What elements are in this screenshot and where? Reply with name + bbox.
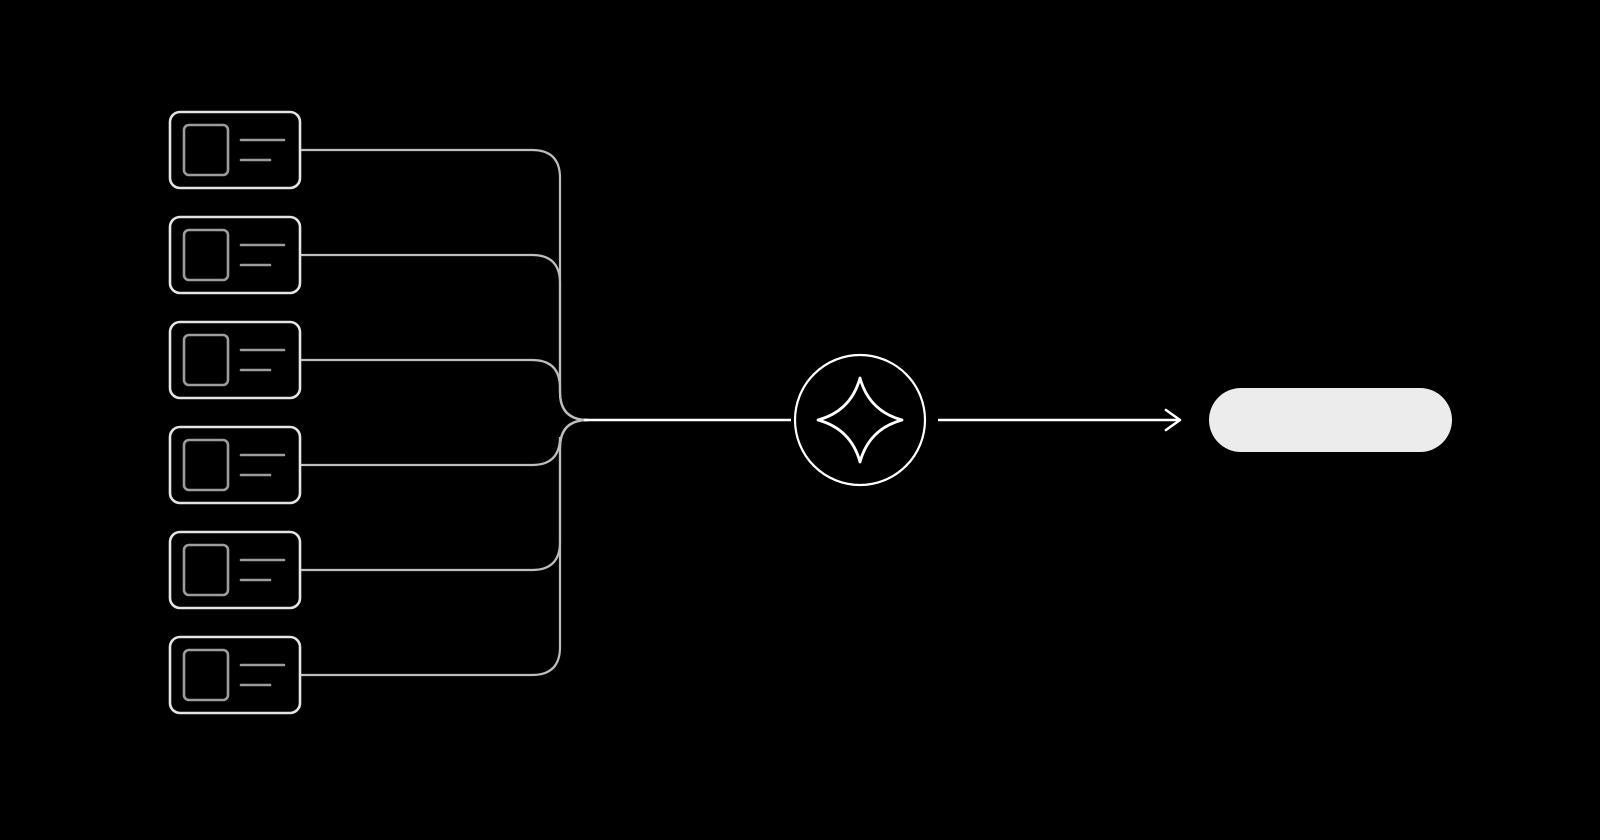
output-pill <box>1209 388 1452 452</box>
document-card-icon <box>182 123 286 177</box>
card-thumbnail <box>182 123 230 177</box>
card-thumbnail <box>182 648 230 702</box>
source-cards <box>168 110 302 715</box>
hub-node <box>793 353 927 487</box>
card-frame <box>168 215 302 295</box>
connector-line <box>300 148 589 422</box>
card-frame <box>168 320 302 400</box>
source-card <box>168 635 302 715</box>
source-card <box>168 215 302 295</box>
document-card-icon <box>182 648 286 702</box>
arrow-head-icon <box>1164 408 1182 432</box>
connector-lines <box>300 148 791 677</box>
card-frame <box>168 530 302 610</box>
card-thumbnail <box>182 438 230 492</box>
card-thumbnail <box>182 543 230 597</box>
source-card <box>168 320 302 400</box>
document-card-icon <box>182 438 286 492</box>
document-card-icon <box>182 228 286 282</box>
card-frame <box>168 110 302 190</box>
connector-line <box>300 418 589 677</box>
connector-line <box>300 418 589 467</box>
output-node <box>938 388 1452 452</box>
source-card <box>168 110 302 190</box>
connector-line <box>300 253 589 422</box>
source-card <box>168 530 302 610</box>
document-card-icon <box>182 333 286 387</box>
card-frame <box>168 635 302 715</box>
hub-circle <box>793 353 927 487</box>
card-frame <box>168 425 302 505</box>
card-thumbnail <box>182 333 230 387</box>
connector-line <box>300 358 589 422</box>
connector-line <box>300 418 589 572</box>
sparkle-icon <box>816 376 904 464</box>
document-card-icon <box>182 543 286 597</box>
source-card <box>168 425 302 505</box>
card-thumbnail <box>182 228 230 282</box>
